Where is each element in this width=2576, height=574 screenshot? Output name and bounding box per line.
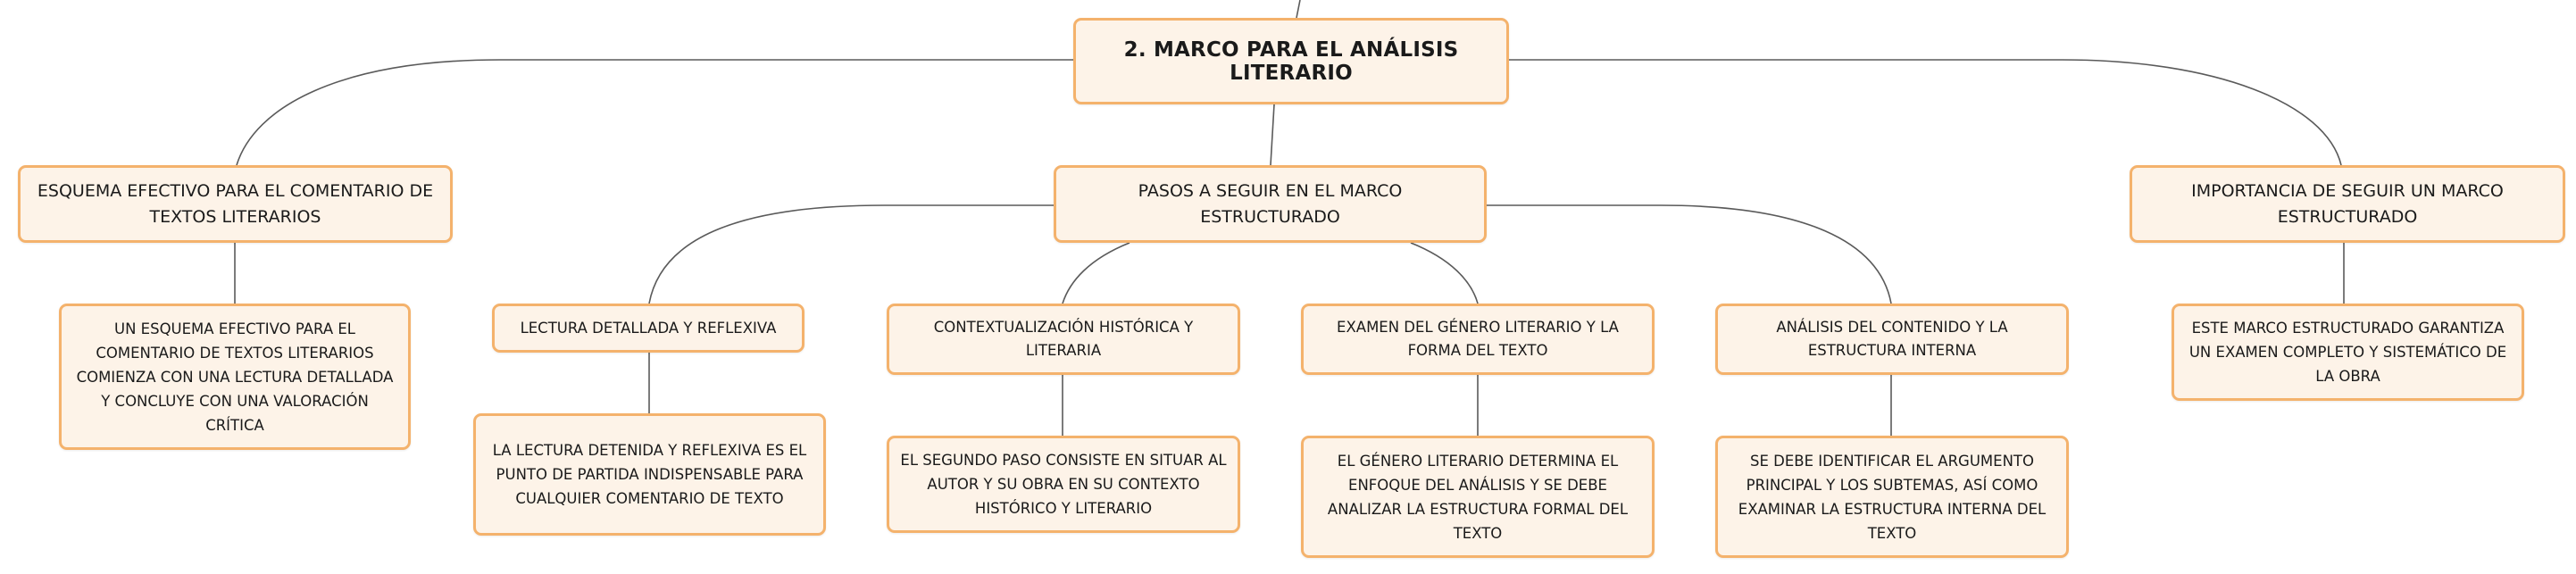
branch-esquema-title: ESQUEMA EFECTIVO PARA EL COMENTARIO DE T… [37, 180, 434, 227]
connector-root-importancia [1509, 59, 2342, 166]
branch-importancia[interactable]: IMPORTANCIA DE SEGUIR UN MARCO ESTRUCTUR… [2130, 165, 2565, 243]
detail-lectura-text: LA LECTURA DETENIDA Y REFLEXIVA ES EL PU… [492, 442, 807, 507]
detail-contexto-text: EL SEGUNDO PASO CONSISTE EN SITUAR AL AU… [900, 452, 1227, 517]
branch-pasos[interactable]: PASOS A SEGUIR EN EL MARCO ESTRUCTURADO [1054, 165, 1487, 243]
sub-examen[interactable]: EXAMEN DEL GÉNERO LITERARIO Y LA FORMA D… [1301, 304, 1655, 375]
detail-importancia[interactable]: ESTE MARCO ESTRUCTURADO GARANTIZA UN EXA… [2172, 304, 2524, 401]
connector-pasos-analisis [1487, 204, 1892, 304]
root-title: 2. MARCO PARA EL ANÁLISIS LITERARIO [1123, 37, 1459, 85]
detail-contexto[interactable]: EL SEGUNDO PASO CONSISTE EN SITUAR AL AU… [887, 436, 1240, 533]
connector-pasos-lectura [648, 204, 1054, 304]
root-node[interactable]: 2. MARCO PARA EL ANÁLISIS LITERARIO [1073, 18, 1509, 104]
sub-contexto-title: CONTEXTUALIZACIÓN HISTÓRICA Y LITERARIA [933, 319, 1194, 359]
sub-lectura[interactable]: LECTURA DETALLADA Y REFLEXIVA [492, 304, 804, 353]
detail-esquema[interactable]: UN ESQUEMA EFECTIVO PARA EL COMENTARIO D… [59, 304, 411, 450]
detail-examen[interactable]: EL GÉNERO LITERARIO DETERMINA EL ENFOQUE… [1301, 436, 1655, 558]
sub-analisis[interactable]: ANÁLISIS DEL CONTENIDO Y LA ESTRUCTURA I… [1715, 304, 2069, 375]
sub-examen-title: EXAMEN DEL GÉNERO LITERARIO Y LA FORMA D… [1337, 319, 1619, 359]
connector-incoming [1296, 0, 1301, 19]
connector-pasos-contexto [1062, 242, 1130, 304]
sub-contexto[interactable]: CONTEXTUALIZACIÓN HISTÓRICA Y LITERARIA [887, 304, 1240, 375]
connector-root-pasos [1270, 104, 1275, 166]
detail-analisis[interactable]: SE DEBE IDENTIFICAR EL ARGUMENTO PRINCIP… [1715, 436, 2069, 558]
detail-examen-text: EL GÉNERO LITERARIO DETERMINA EL ENFOQUE… [1327, 452, 1629, 542]
sub-lectura-title: LECTURA DETALLADA Y REFLEXIVA [520, 319, 777, 337]
detail-esquema-text: UN ESQUEMA EFECTIVO PARA EL COMENTARIO D… [76, 320, 394, 434]
connector-root-esquema [236, 59, 1073, 166]
connector-pasos-examen [1410, 242, 1479, 304]
detail-analisis-text: SE DEBE IDENTIFICAR EL ARGUMENTO PRINCIP… [1738, 452, 2047, 542]
detail-importancia-text: ESTE MARCO ESTRUCTURADO GARANTIZA UN EXA… [2188, 320, 2507, 385]
sub-analisis-title: ANÁLISIS DEL CONTENIDO Y LA ESTRUCTURA I… [1776, 319, 2008, 359]
branch-pasos-title: PASOS A SEGUIR EN EL MARCO ESTRUCTURADO [1138, 180, 1403, 227]
detail-lectura[interactable]: LA LECTURA DETENIDA Y REFLEXIVA ES EL PU… [473, 413, 826, 536]
branch-importancia-title: IMPORTANCIA DE SEGUIR UN MARCO ESTRUCTUR… [2191, 180, 2504, 227]
branch-esquema[interactable]: ESQUEMA EFECTIVO PARA EL COMENTARIO DE T… [18, 165, 453, 243]
